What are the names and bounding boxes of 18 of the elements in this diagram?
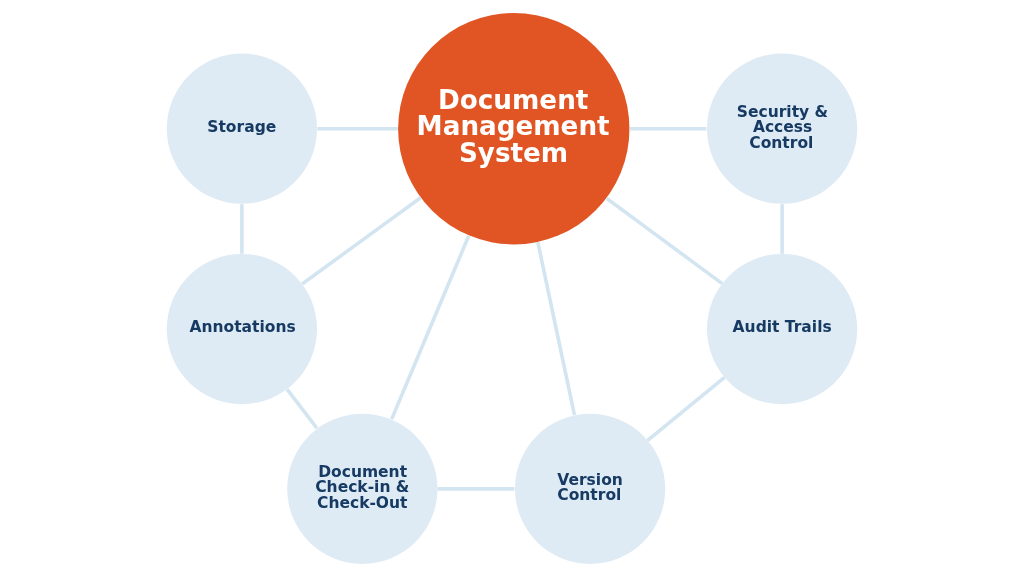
connector [780,204,784,254]
connector [629,126,707,131]
connector [605,196,724,286]
node-circle: Version Control [515,413,666,564]
connector [301,196,422,286]
connector [240,204,244,254]
connector [390,235,471,420]
node-circle: Audit Trails [706,253,858,405]
node-circle: Document Check-in & Check-Out [287,413,438,564]
connector [437,487,515,491]
connector [646,376,726,442]
connector [536,241,577,416]
node-circle: Document Management System [398,13,630,245]
node-circle: Storage [166,53,318,204]
node-circle: Annotations [166,253,318,405]
node-circle: Security & Access Control [706,53,858,204]
connector [285,388,319,430]
connector [317,126,398,131]
